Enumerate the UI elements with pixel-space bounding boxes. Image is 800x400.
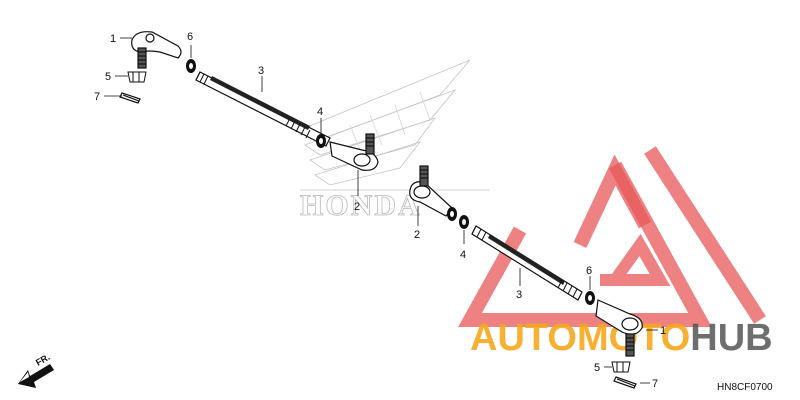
callout-label: 7 [94, 91, 100, 103]
automoto-text: AUTOMOTO [470, 317, 690, 359]
callout-label: 1 [660, 325, 666, 337]
callout-label: 1 [110, 33, 116, 45]
lock-nut-lower-outer [585, 291, 595, 305]
callout-label: 6 [586, 265, 592, 277]
front-direction-arrow [18, 364, 54, 388]
lock-nut-inner-upper [316, 134, 326, 148]
automotohub-triangle-logo [458, 146, 766, 327]
tie-rod-end-upper-outer [131, 31, 182, 69]
callout-label: 2 [414, 229, 420, 241]
callout-label: 2 [354, 201, 360, 213]
tie-rod-end-upper-inner [329, 133, 379, 171]
lock-nut-lower-inner [447, 207, 469, 229]
callout-label: 5 [105, 71, 111, 83]
leader-lines [104, 37, 658, 384]
hub-text: HUB [690, 317, 772, 359]
castle-nut-lower [611, 361, 631, 373]
automotohub-wordmark: AUTOMOTOHUB [470, 317, 773, 359]
honda-wing-watermark [299, 59, 490, 191]
callout-label: 7 [652, 378, 658, 390]
honda-brand-watermark: HONDA [300, 189, 422, 222]
callout-label: 3 [516, 289, 522, 301]
callout-label: 5 [594, 362, 600, 374]
cotter-pin-upper [119, 92, 141, 104]
castle-nut-upper [127, 71, 147, 83]
callout-label: 3 [258, 65, 264, 77]
lock-nut-upper [186, 59, 196, 73]
tie-rod-end-lower-outer [595, 299, 643, 357]
tie-rod-end-lower-inner [409, 165, 453, 217]
diagram-code: HN8CF0700 [717, 382, 773, 393]
tie-rod-lower [471, 225, 583, 301]
tie-rod-upper [195, 71, 331, 147]
callout-label: 4 [460, 249, 466, 261]
callout-label: 6 [187, 31, 193, 43]
callout-label: 4 [317, 106, 323, 118]
cotter-pin-lower [613, 376, 637, 389]
